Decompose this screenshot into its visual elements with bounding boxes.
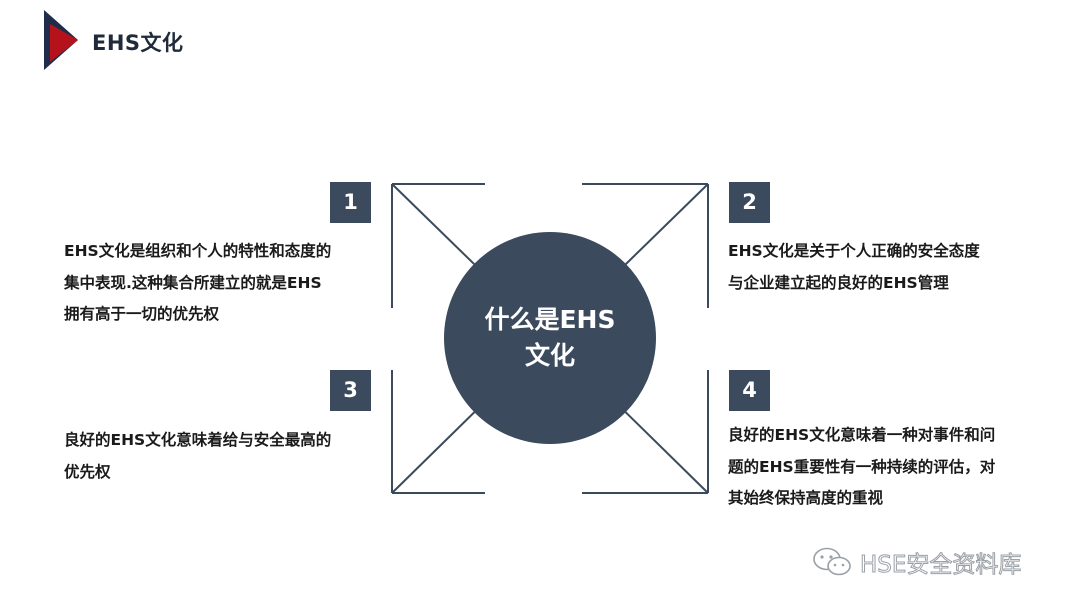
item-3-text: 良好的EHS文化意味着给与安全最高的 优先权 (64, 425, 331, 488)
item-3-line-2: 优先权 (64, 462, 111, 481)
item-1-text: EHS文化是组织和个人的特性和态度的 集中表现.这种集合所建立的就是EHS 拥有… (64, 236, 331, 331)
item-1-line-3: 拥有高于一切的优先权 (64, 305, 220, 323)
center-circle (444, 232, 656, 444)
item-3-line-1: 良好的EHS文化意味着给与安全最高的 (64, 431, 332, 449)
item-2-line-1: EHS文化是关于个人正确的安全态度 (728, 242, 980, 260)
item-1-line-2: 集中表现.这种集合所建立的就是EHS (64, 273, 322, 292)
center-title-line1: 什么是EHS (484, 305, 616, 334)
number-badge-2: 2 (729, 182, 770, 223)
center-title: 什么是EHS 文化 (452, 302, 648, 374)
number-badge-3: 3 (330, 370, 371, 411)
center-title-line2: 文化 (524, 341, 575, 370)
number-badge-4: 4 (729, 370, 770, 411)
item-4-line-2: 题的EHS重要性有一种持续的评估，对 (728, 457, 996, 476)
item-4-text: 良好的EHS文化意味着一种对事件和问 题的EHS重要性有一种持续的评估，对 其始… (728, 420, 995, 515)
watermark-text: HSE安全资料库 (859, 552, 1022, 579)
item-2-text: EHS文化是关于个人正确的安全态度 与企业建立起的良好的EHS管理 (728, 236, 980, 299)
page-title: EHS文化 (92, 31, 184, 55)
item-4-line-3: 其始终保持高度的重视 (728, 489, 884, 507)
item-2-line-2: 与企业建立起的良好的EHS管理 (728, 273, 949, 292)
watermark: HSE安全资料库 (812, 544, 1022, 580)
logo-icon (44, 10, 78, 70)
wechat-icon (813, 547, 851, 576)
number-badge-1: 1 (330, 182, 371, 223)
item-1-line-1: EHS文化是组织和个人的特性和态度的 (64, 242, 332, 260)
item-4-line-1: 良好的EHS文化意味着一种对事件和问 (728, 426, 996, 444)
